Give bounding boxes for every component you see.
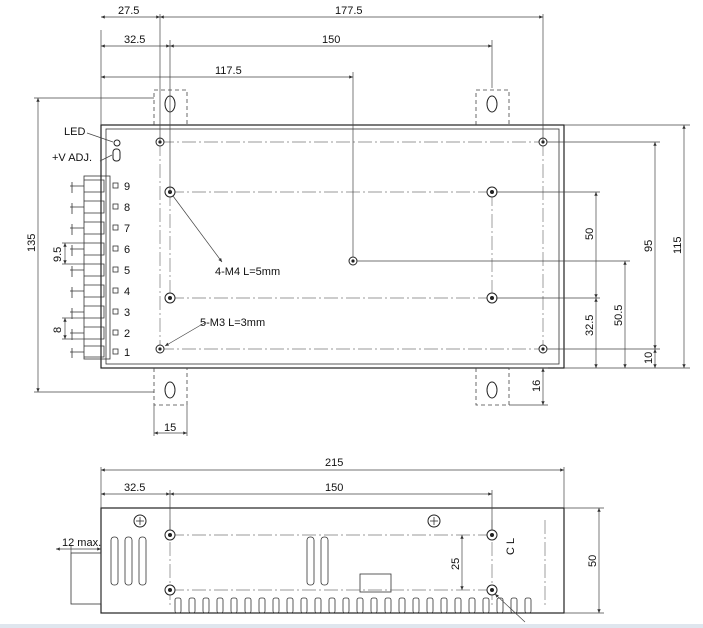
led-indicator [113,139,121,147]
dim-50-top: 50 [584,228,596,240]
dim-8: 8 [52,327,64,333]
dim-32-5-side: 32.5 [124,482,145,494]
dim-27-5: 27.5 [118,5,139,17]
dim-12max-text: 12 max. [62,537,101,549]
terminal-number-5: 5 [124,265,130,277]
dim-12max: 12 max. [56,537,101,553]
top-view: 9 8 7 6 5 4 3 2 1 4-M4 L=5mm 5-M3 L=3mm … [26,5,690,436]
dim-25: 25 [450,535,464,590]
side-bottom-slots [174,597,532,614]
dim-15: 15 [164,422,176,434]
mounting-tabs [153,89,510,406]
side-vents-left [110,536,147,586]
dim-10: 10 [643,352,655,364]
side-mounting-holes [164,520,546,623]
terminal-pins [112,182,119,355]
dim-135-text: 135 [26,234,38,252]
terminal-slots [70,179,105,358]
dim-row-1: 27.5 177.5 [100,5,544,142]
dim-25-text: 25 [450,558,462,570]
dim-150-top: 150 [322,34,340,46]
dim-9-5: 9.5 [52,247,64,262]
dim-215: 215 [100,457,565,508]
led-label: LED [64,126,85,138]
dim-135: 1 3 5 [26,97,154,393]
terminal-number-2: 2 [124,328,130,340]
dim-16: 16 [531,380,543,392]
side-label-patch [359,573,392,593]
dim-32-5-right: 32.5 [584,315,596,336]
dim-95: 95 [643,240,655,252]
terminal-number-3: 3 [124,307,130,319]
side-view: C L 215 32.5 150 12 max. 25 [56,457,604,623]
connector-block [70,552,102,605]
m3-screw-note: 5-M3 L=3mm [200,317,265,329]
terminal-number-1: 1 [124,347,130,359]
dim-row-3: 117.5 [101,65,354,257]
dim-50-side: 50 [564,507,604,614]
top-view-body [100,124,565,369]
dim-50-side-text: 50 [587,555,599,567]
dim-terminal-pitch: 9.5 8 [52,242,84,340]
bottom-strip [0,624,703,628]
dim-50-5: 50.5 [613,305,625,326]
dim-side-row: 32.5 150 [101,482,493,530]
m4-screw-note: 4-M4 L=5mm [215,266,280,278]
dim-row-2: 32.5 150 [101,34,493,192]
centerline-mark: C L [505,538,517,555]
dim-right: 115 95 50.5 50 32.5 10 [357,124,690,369]
terminal-number-9: 9 [124,181,130,193]
side-vents-mid [306,536,329,586]
vadj-potentiometer [112,148,121,162]
dim-32-5-top: 32.5 [124,34,145,46]
dim-215-text: 215 [325,457,343,469]
vadj-label: +V ADJ. [52,152,92,164]
terminal-number-8: 8 [124,202,130,214]
center-lines [159,141,545,350]
side-view-body [100,507,565,614]
side-phillips-screws [133,514,441,528]
top-view-inner-edge [105,128,560,365]
terminal-block: 9 8 7 6 5 4 3 2 1 [70,175,130,360]
terminal-number-6: 6 [124,244,130,256]
terminal-number-4: 4 [124,286,130,298]
dim-150-side: 150 [325,482,343,494]
terminal-number-7: 7 [124,223,130,235]
dim-117-5: 117.5 [215,65,242,77]
dim-115: 115 [672,236,684,254]
dim-177-5: 177.5 [335,5,363,17]
dim-tab: 16 15 [153,367,548,436]
